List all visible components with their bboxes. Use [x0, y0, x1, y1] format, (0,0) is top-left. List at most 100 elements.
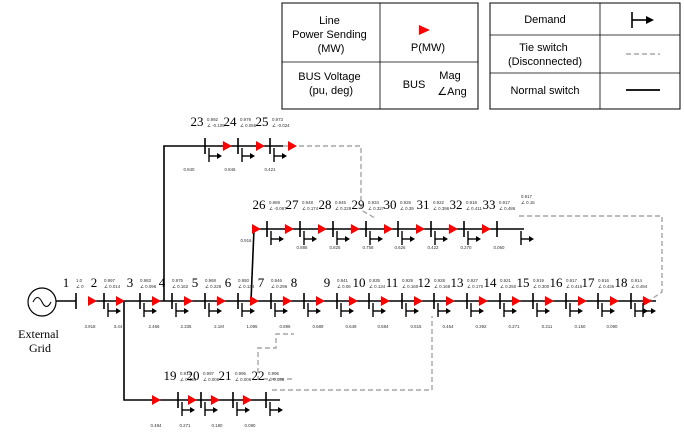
bus-voltage-magnitude: 0.997	[203, 371, 215, 376]
demand-arrow-icon	[269, 402, 283, 416]
power-flow-arrow	[152, 296, 161, 306]
line-power-value: 0.846	[225, 167, 237, 172]
power-flow-arrow	[578, 296, 587, 306]
line-power-value: 0.896	[280, 324, 292, 329]
bus-number-label: 23	[191, 114, 204, 129]
bus-voltage-angle: ∠ 0.134	[369, 284, 386, 289]
line-power-value: 0.825	[330, 245, 342, 250]
bus-number-label: 9	[324, 275, 331, 290]
bus-number-label: 27	[286, 197, 300, 212]
bus-voltage-magnitude: 0.913	[180, 371, 192, 376]
legend-tie-label: Tie switch (Disconnected)	[508, 42, 582, 68]
bus-voltage-angle: ∠ 0.134	[238, 284, 255, 289]
bus-number-label: 11	[386, 275, 399, 290]
demand-arrow-icon	[642, 303, 656, 317]
demand-arrow-icon	[634, 303, 648, 317]
bus-voltage-magnitude: 0.934	[368, 200, 380, 205]
demand-arrow-icon	[437, 303, 451, 317]
bus-number-label: 6	[225, 275, 232, 290]
bus-number-label: 12	[418, 275, 431, 290]
line-power-value: 0.060	[494, 245, 506, 250]
demand-arrow-icon	[434, 231, 448, 245]
bus-voltage-magnitude: 0.929	[402, 278, 414, 283]
bus-voltage-magnitude: 0.996	[235, 371, 247, 376]
line-power-value: 0.626	[395, 245, 407, 250]
demand-arrow-icon	[503, 303, 517, 317]
power-flow-arrow	[152, 395, 161, 405]
line-power-value: 0.392	[476, 324, 488, 329]
bus-number-label: 31	[417, 197, 430, 212]
bus-voltage-magnitude: 0.950	[238, 278, 250, 283]
line-power-value: 0.454	[443, 324, 455, 329]
line-power-value: 0.271	[180, 423, 192, 428]
bus-voltage-angle: ∠ 0.006	[235, 377, 252, 382]
line-power-value: 2.1M	[214, 324, 224, 329]
bus-number-label: 22	[252, 368, 265, 383]
line-power-value: 0.211	[542, 324, 553, 329]
bus-number-label: 10	[353, 275, 366, 290]
bus-voltage-magnitude: 0.928	[434, 278, 446, 283]
power-flow-arrow	[285, 224, 294, 234]
legend-normal-label: Normal switch	[510, 85, 579, 97]
bus-voltage-magnitude: 0.916	[598, 278, 610, 283]
bus-number-label: 5	[192, 275, 199, 290]
bus-number-label: 24	[224, 114, 238, 129]
line-power-value: 0.886	[297, 245, 309, 250]
power-flow-arrow	[243, 395, 252, 405]
demand-arrow-icon	[236, 402, 250, 416]
bus-number-label: 15	[517, 275, 530, 290]
bus-voltage-angle: ∠ 0.250	[500, 284, 517, 289]
power-flow-arrow	[316, 296, 325, 306]
line-power-value: 0.689	[313, 324, 325, 329]
tie-switches	[257, 145, 663, 391]
demand-arrow-icon	[274, 303, 288, 317]
line-power-value: 2.335	[181, 324, 193, 329]
bus-number-label: 13	[451, 275, 464, 290]
power-flow-arrow	[351, 224, 360, 234]
bus-number-label: 7	[258, 275, 265, 290]
svg-text:0.917: 0.917	[521, 194, 533, 199]
power-flow-arrow	[217, 296, 226, 306]
bus-voltage-angle: ∠ 0.160	[402, 284, 419, 289]
legend-line-power-label: Line Power Sending (MW)	[292, 15, 370, 55]
bus-number-label: 3	[127, 275, 134, 290]
bus-voltage-magnitude: 0.973	[272, 117, 284, 122]
external-grid: External Grid	[18, 287, 59, 355]
bus-number-label: 21	[219, 368, 232, 383]
bus-voltage-magnitude: 0.945	[335, 200, 347, 205]
demand-arrow-icon	[405, 303, 419, 317]
demand-arrow-icon	[303, 231, 317, 245]
tie-switch-22-12	[257, 333, 294, 380]
bus-voltage-angle: ∠ 0.056	[240, 123, 257, 128]
line-power-value: 1.095	[247, 324, 259, 329]
bus-voltage-magnitude: 0.997	[104, 278, 116, 283]
legend-ang-label: ∠Ang	[437, 86, 466, 98]
line-power-value: 0.421	[265, 167, 277, 172]
legend-bus-label: BUS	[403, 79, 426, 91]
bus-number-label: 8	[291, 275, 298, 290]
demand-arrow-icon	[181, 402, 195, 416]
bus-number-label: 28	[319, 197, 332, 212]
bus-number-label: 2	[91, 275, 98, 290]
demand-arrow-icon	[631, 12, 654, 28]
bus-number-label: 4	[159, 275, 166, 290]
power-flow-arrow	[512, 296, 521, 306]
bus-voltage-angle: ∠ 0.494	[631, 284, 648, 289]
bus-voltage-angle: ∠ 0.300	[533, 284, 550, 289]
bus-voltage-angle: ∠ 0.39	[400, 206, 414, 211]
bus-voltage-magnitude: 0.996	[268, 371, 280, 376]
demand-arrow-icon	[208, 148, 222, 162]
bus-number-label: 20	[187, 368, 200, 383]
bus-voltage-angle: ∠ 0.494	[180, 377, 197, 382]
